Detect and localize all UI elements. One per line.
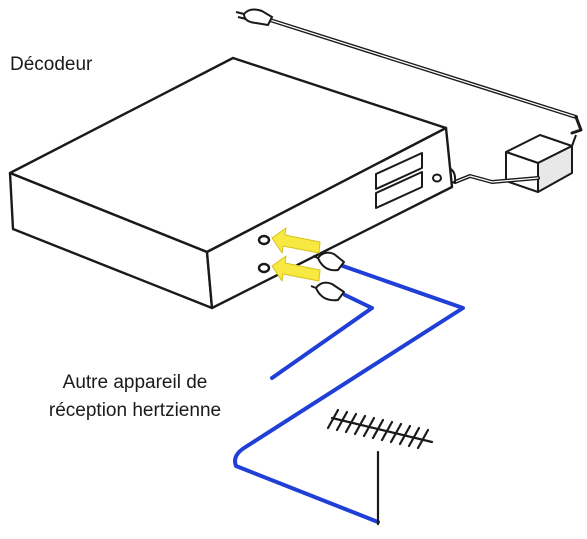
connector-upper xyxy=(317,251,345,272)
connector-lower xyxy=(315,281,345,302)
adapter-icon xyxy=(505,134,577,193)
power-cord xyxy=(268,18,583,135)
coax-cables xyxy=(233,263,465,524)
other-device-label-line2: réception hertzienne xyxy=(48,400,222,421)
other-device-label-line1: Autre appareil de xyxy=(62,372,208,393)
decoder-label: Décodeur xyxy=(10,54,93,75)
coax-cable-upper xyxy=(233,263,465,524)
decoder-box xyxy=(8,56,454,310)
antenna-icon xyxy=(326,408,434,526)
arrow-right-icon xyxy=(271,227,321,282)
coax-cable-lower xyxy=(270,293,374,380)
f-connectors xyxy=(310,251,345,302)
plug-icon xyxy=(235,8,274,27)
